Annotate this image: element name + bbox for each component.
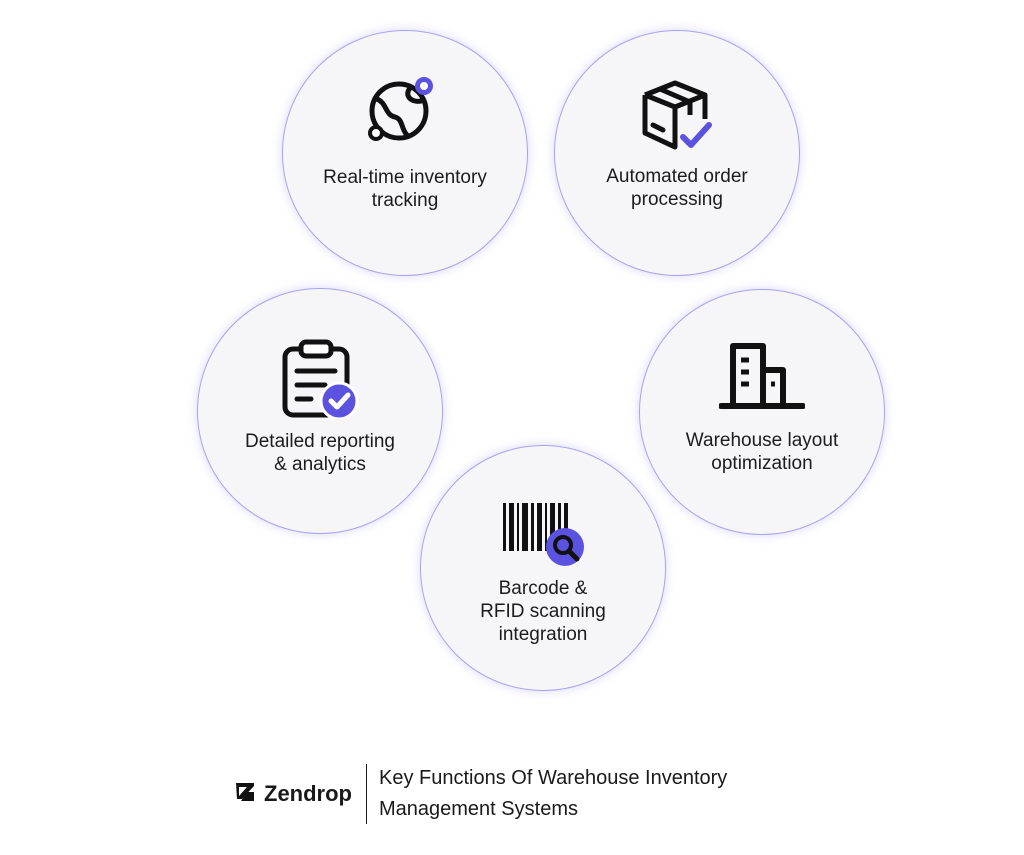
- feature-warehouse-layout: Warehouse layout optimization: [639, 289, 885, 535]
- footer: Zendrop Key Functions Of Warehouse Inven…: [233, 762, 727, 826]
- barcode-search-icon: [501, 499, 585, 574]
- feature-reporting-analytics: Detailed reporting & analytics: [197, 288, 443, 534]
- building-icon: [718, 340, 806, 417]
- footer-caption: Key Functions Of Warehouse Inventory Man…: [379, 767, 728, 820]
- feature-label: Real-time inventory tracking: [323, 167, 487, 211]
- feature-automated-order: Automated order processing: [554, 30, 800, 276]
- feature-barcode-rfid: Barcode & RFID scanning integration: [420, 445, 666, 691]
- feature-label: Warehouse layout optimization: [685, 430, 839, 474]
- package-check-icon: [639, 77, 715, 158]
- brand-name: Zendrop: [264, 781, 352, 806]
- footer-divider: [366, 764, 367, 824]
- feature-label: Barcode & RFID scanning integration: [480, 578, 606, 645]
- clipboard-check-icon: [281, 339, 359, 424]
- globe-pin-icon: [367, 75, 443, 148]
- feature-label: Automated order processing: [606, 166, 748, 210]
- brand: Zendrop: [233, 780, 366, 809]
- feature-label: Detailed reporting & analytics: [245, 431, 395, 475]
- feature-realtime-tracking: Real-time inventory tracking: [282, 30, 528, 276]
- zendrop-logo-icon: [233, 780, 257, 809]
